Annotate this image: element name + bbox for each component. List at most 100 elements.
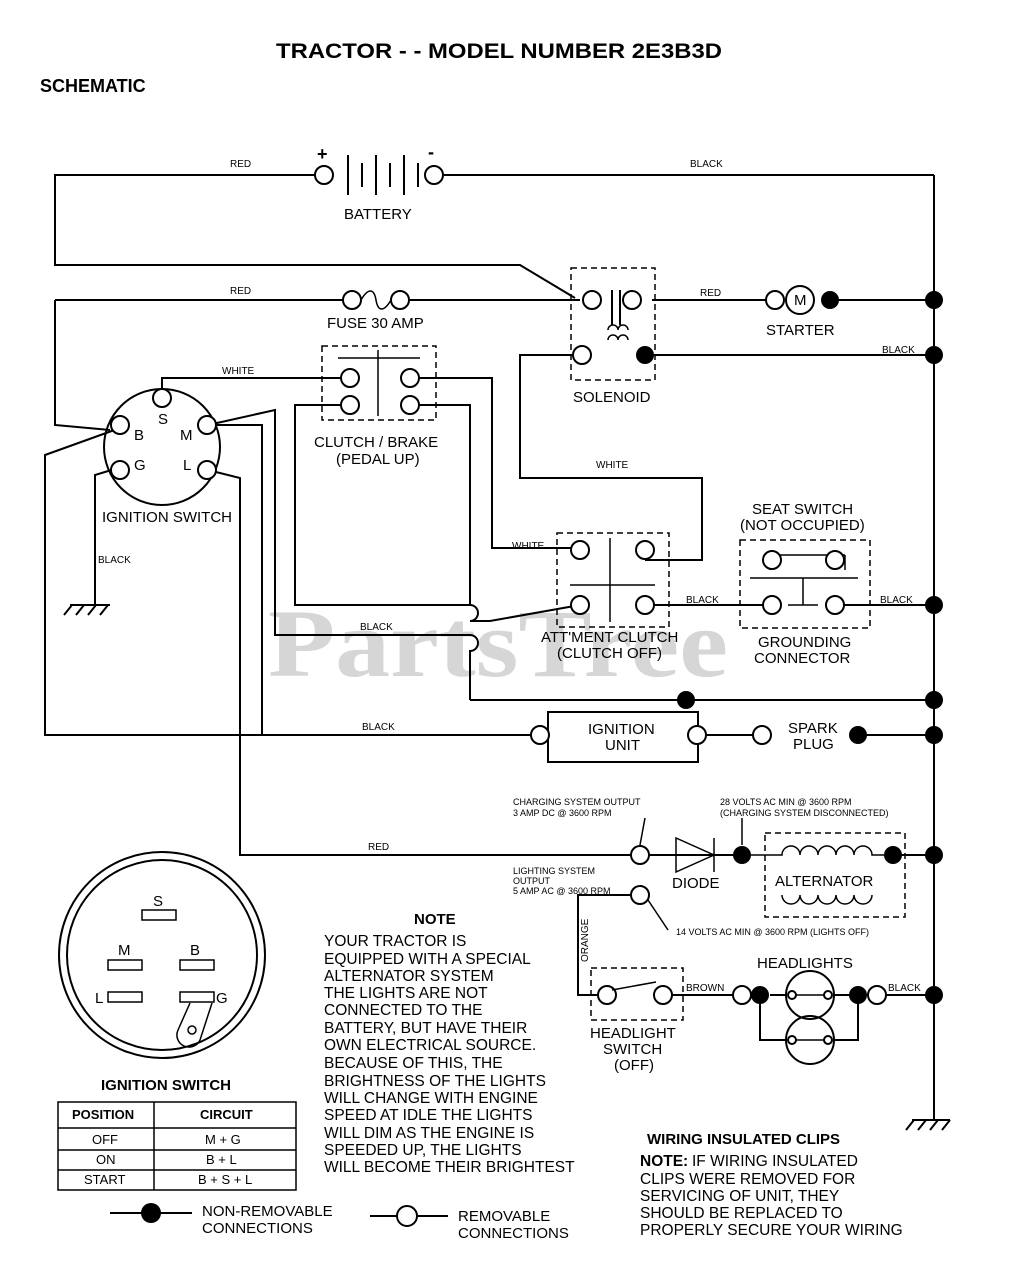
headlights: HEADLIGHTS HEADLIGHT SWITCH (OFF) [590, 955, 887, 1074]
wire-label-black: BLACK [360, 622, 393, 633]
headlight-switch-label-2: SWITCH [603, 1041, 662, 1058]
table-cell: B + S + L [198, 1172, 252, 1187]
starter: M STARTER [765, 285, 839, 339]
wiring-clips-line: SERVICING OF UNIT, THEY [640, 1188, 839, 1205]
terminal-l: L [183, 457, 191, 474]
terminal-m: M [180, 427, 193, 444]
detail-label: IGNITION SWITCH [101, 1077, 231, 1094]
table-cell: START [84, 1172, 125, 1187]
note-line: BATTERY, BUT HAVE THEIR [324, 1020, 527, 1037]
bus-junctions [677, 291, 943, 1004]
removable-connection-symbol [396, 1205, 418, 1227]
table-cell: M + G [205, 1132, 241, 1147]
page-title: TRACTOR - - MODEL NUMBER 2E3B3D [276, 40, 722, 63]
ignition-unit-label-2: UNIT [605, 737, 640, 754]
headlight-switch-label: HEADLIGHT [590, 1025, 676, 1042]
table-header: POSITION [72, 1107, 134, 1122]
spark-plug-label: SPARK [788, 720, 838, 737]
wire-label-white: WHITE [512, 541, 545, 552]
note-line: SPEED AT IDLE THE LIGHTS [324, 1107, 532, 1124]
note-line: SPEEDED UP, THE LIGHTS [324, 1142, 522, 1159]
non-removable-connection-symbol [141, 1203, 161, 1223]
seat-switch: SEAT SWITCH (NOT OCCUPIED) GROUNDING CON… [739, 501, 871, 667]
starter-symbol: M [794, 292, 807, 309]
solenoid: SOLENOID [570, 267, 656, 406]
volts-28-note: (CHARGING SYSTEM DISCONNECTED) [720, 808, 889, 818]
terminal-b: B [134, 427, 144, 444]
lighting-output-label-2: OUTPUT [513, 876, 551, 886]
alternator-label: ALTERNATOR [775, 873, 874, 890]
wire-labels: RED BLACK RED RED BLACK WHITE WHITE WHIT… [98, 159, 921, 994]
legend-non-removable: NON-REMOVABLE [202, 1203, 333, 1220]
spark-plug-label-2: PLUG [793, 736, 834, 753]
ignition-switch-label: IGNITION SWITCH [102, 509, 232, 526]
legend-non-removable-2: CONNECTIONS [202, 1220, 313, 1237]
spec-annotations: CHARGING SYSTEM OUTPUT 3 AMP DC @ 3600 R… [513, 797, 889, 937]
clutch-brake-switch: CLUTCH / BRAKE (PEDAL UP) [314, 345, 438, 468]
diode-label: DIODE [672, 875, 720, 892]
table-cell: ON [96, 1152, 116, 1167]
detail-terminal-b: B [190, 942, 200, 959]
wiring-clips-note: WIRING INSULATED CLIPS NOTE: IF WIRING I… [640, 1131, 903, 1239]
spark-plug: SPARK PLUG [752, 720, 867, 753]
detail-terminal-m: M [118, 942, 131, 959]
wire-label-black: BLACK [690, 159, 723, 170]
detail-terminal-s: S [153, 893, 163, 910]
wire-label-orange: ORANGE [580, 918, 591, 962]
attachment-clutch-label: ATT'MENT CLUTCH [541, 629, 678, 646]
wire-label-black: BLACK [98, 555, 131, 566]
note-line: WILL BECOME THEIR BRIGHTEST [324, 1159, 575, 1176]
wire-label-red: RED [230, 286, 251, 297]
wire-label-black: BLACK [888, 983, 921, 994]
ignition-switch-table: POSITION CIRCUIT OFF M + G ON B + L STAR… [57, 1101, 297, 1191]
note-line: THE LIGHTS ARE NOT [324, 985, 488, 1002]
wiring-clips-line: PROPERLY SECURE YOUR WIRING [640, 1222, 903, 1239]
wiring-clips-line: IF WIRING INSULATED [692, 1153, 858, 1170]
detail-terminal-g: G [216, 990, 228, 1007]
legend: NON-REMOVABLE CONNECTIONS REMOVABLE CONN… [110, 1203, 569, 1242]
wire-label-white: WHITE [222, 366, 255, 377]
note-line: ALTERNATOR SYSTEM [324, 968, 494, 985]
solenoid-label: SOLENOID [573, 389, 651, 406]
headlights-label: HEADLIGHTS [757, 955, 853, 972]
grounding-connector-label: GROUNDING [758, 634, 851, 651]
ignition-unit-label: IGNITION [588, 721, 655, 738]
note-line: WILL CHANGE WITH ENGINE [324, 1090, 538, 1107]
ignition-switch-detail: S M B L G IGNITION SWITCH [58, 851, 266, 1094]
wiring [44, 174, 951, 1131]
detail-terminal-l: L [95, 990, 103, 1007]
wiring-clips-heading: WIRING INSULATED CLIPS [647, 1131, 840, 1148]
battery-minus: - [428, 142, 434, 162]
table-header: CIRCUIT [200, 1107, 253, 1122]
table-cell: OFF [92, 1132, 118, 1147]
wire-label-brown: BROWN [686, 983, 724, 994]
seat-switch-state: (NOT OCCUPIED) [740, 517, 865, 534]
wire-label-black: BLACK [686, 595, 719, 606]
page-subtitle: SCHEMATIC [40, 76, 146, 96]
note-line: OWN ELECTRICAL SOURCE. [324, 1037, 536, 1054]
wire-label-black: BLACK [882, 345, 915, 356]
ignition-unit: IGNITION UNIT [530, 711, 707, 763]
clutch-brake-label: CLUTCH / BRAKE [314, 434, 438, 451]
wire-label-red: RED [368, 842, 389, 853]
wire-label-red: RED [700, 288, 721, 299]
alternator: DIODE ALTERNATOR [630, 832, 906, 931]
headlight-switch-state: (OFF) [614, 1057, 654, 1074]
wiring-clips-line: CLIPS WERE REMOVED FOR [640, 1171, 855, 1188]
clutch-brake-state: (PEDAL UP) [336, 451, 420, 468]
wire-label-black: BLACK [880, 595, 913, 606]
volts-14-label: 14 VOLTS AC MIN @ 3600 RPM (LIGHTS OFF) [676, 927, 869, 937]
terminal-g: G [134, 457, 146, 474]
wire-label-white: WHITE [596, 460, 629, 471]
note-line: EQUIPPED WITH A SPECIAL [324, 951, 531, 968]
ignition-switch: S B M G L IGNITION SWITCH [102, 388, 232, 526]
lighting-output-label: LIGHTING SYSTEM [513, 866, 595, 876]
legend-removable-2: CONNECTIONS [458, 1225, 569, 1242]
lighting-output-value: 5 AMP AC @ 3600 RPM [513, 886, 611, 896]
legend-removable: REMOVABLE [458, 1208, 550, 1225]
note-heading: NOTE [414, 911, 456, 928]
attachment-clutch-switch: ATT'MENT CLUTCH (CLUTCH OFF) [541, 532, 678, 662]
battery-label: BATTERY [344, 206, 412, 223]
note-line: BECAUSE OF THIS, THE [324, 1055, 503, 1072]
